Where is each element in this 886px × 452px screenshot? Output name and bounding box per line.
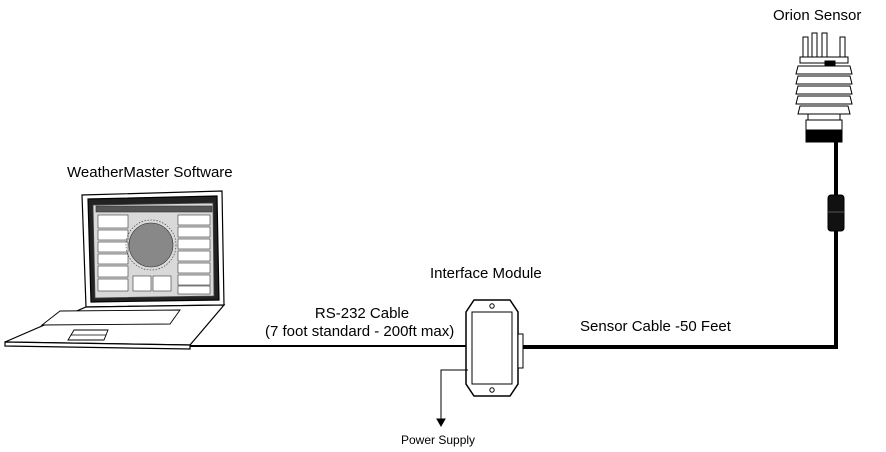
rs232-cable-spec: (7 foot standard - 200ft max) <box>265 323 455 340</box>
orion-sensor-label: Orion Sensor <box>773 7 862 24</box>
sensor-cable-label: Sensor Cable -50 Feet <box>580 318 731 335</box>
power-supply-lead <box>436 369 468 428</box>
interface-module <box>465 299 524 397</box>
sensor-cable <box>523 140 838 349</box>
orion-sensor <box>795 32 853 143</box>
rs232-cable-label: RS-232 Cable (7 foot standard - 200ft ma… <box>265 305 454 341</box>
software-screen <box>95 205 213 295</box>
power-supply-label: Power Supply <box>401 433 476 447</box>
software-label: WeatherMaster Software <box>67 164 233 181</box>
cable-connector <box>827 194 845 232</box>
interface-module-label: Interface Module <box>430 265 542 282</box>
rs232-cable-title: RS-232 Cable <box>314 305 410 322</box>
